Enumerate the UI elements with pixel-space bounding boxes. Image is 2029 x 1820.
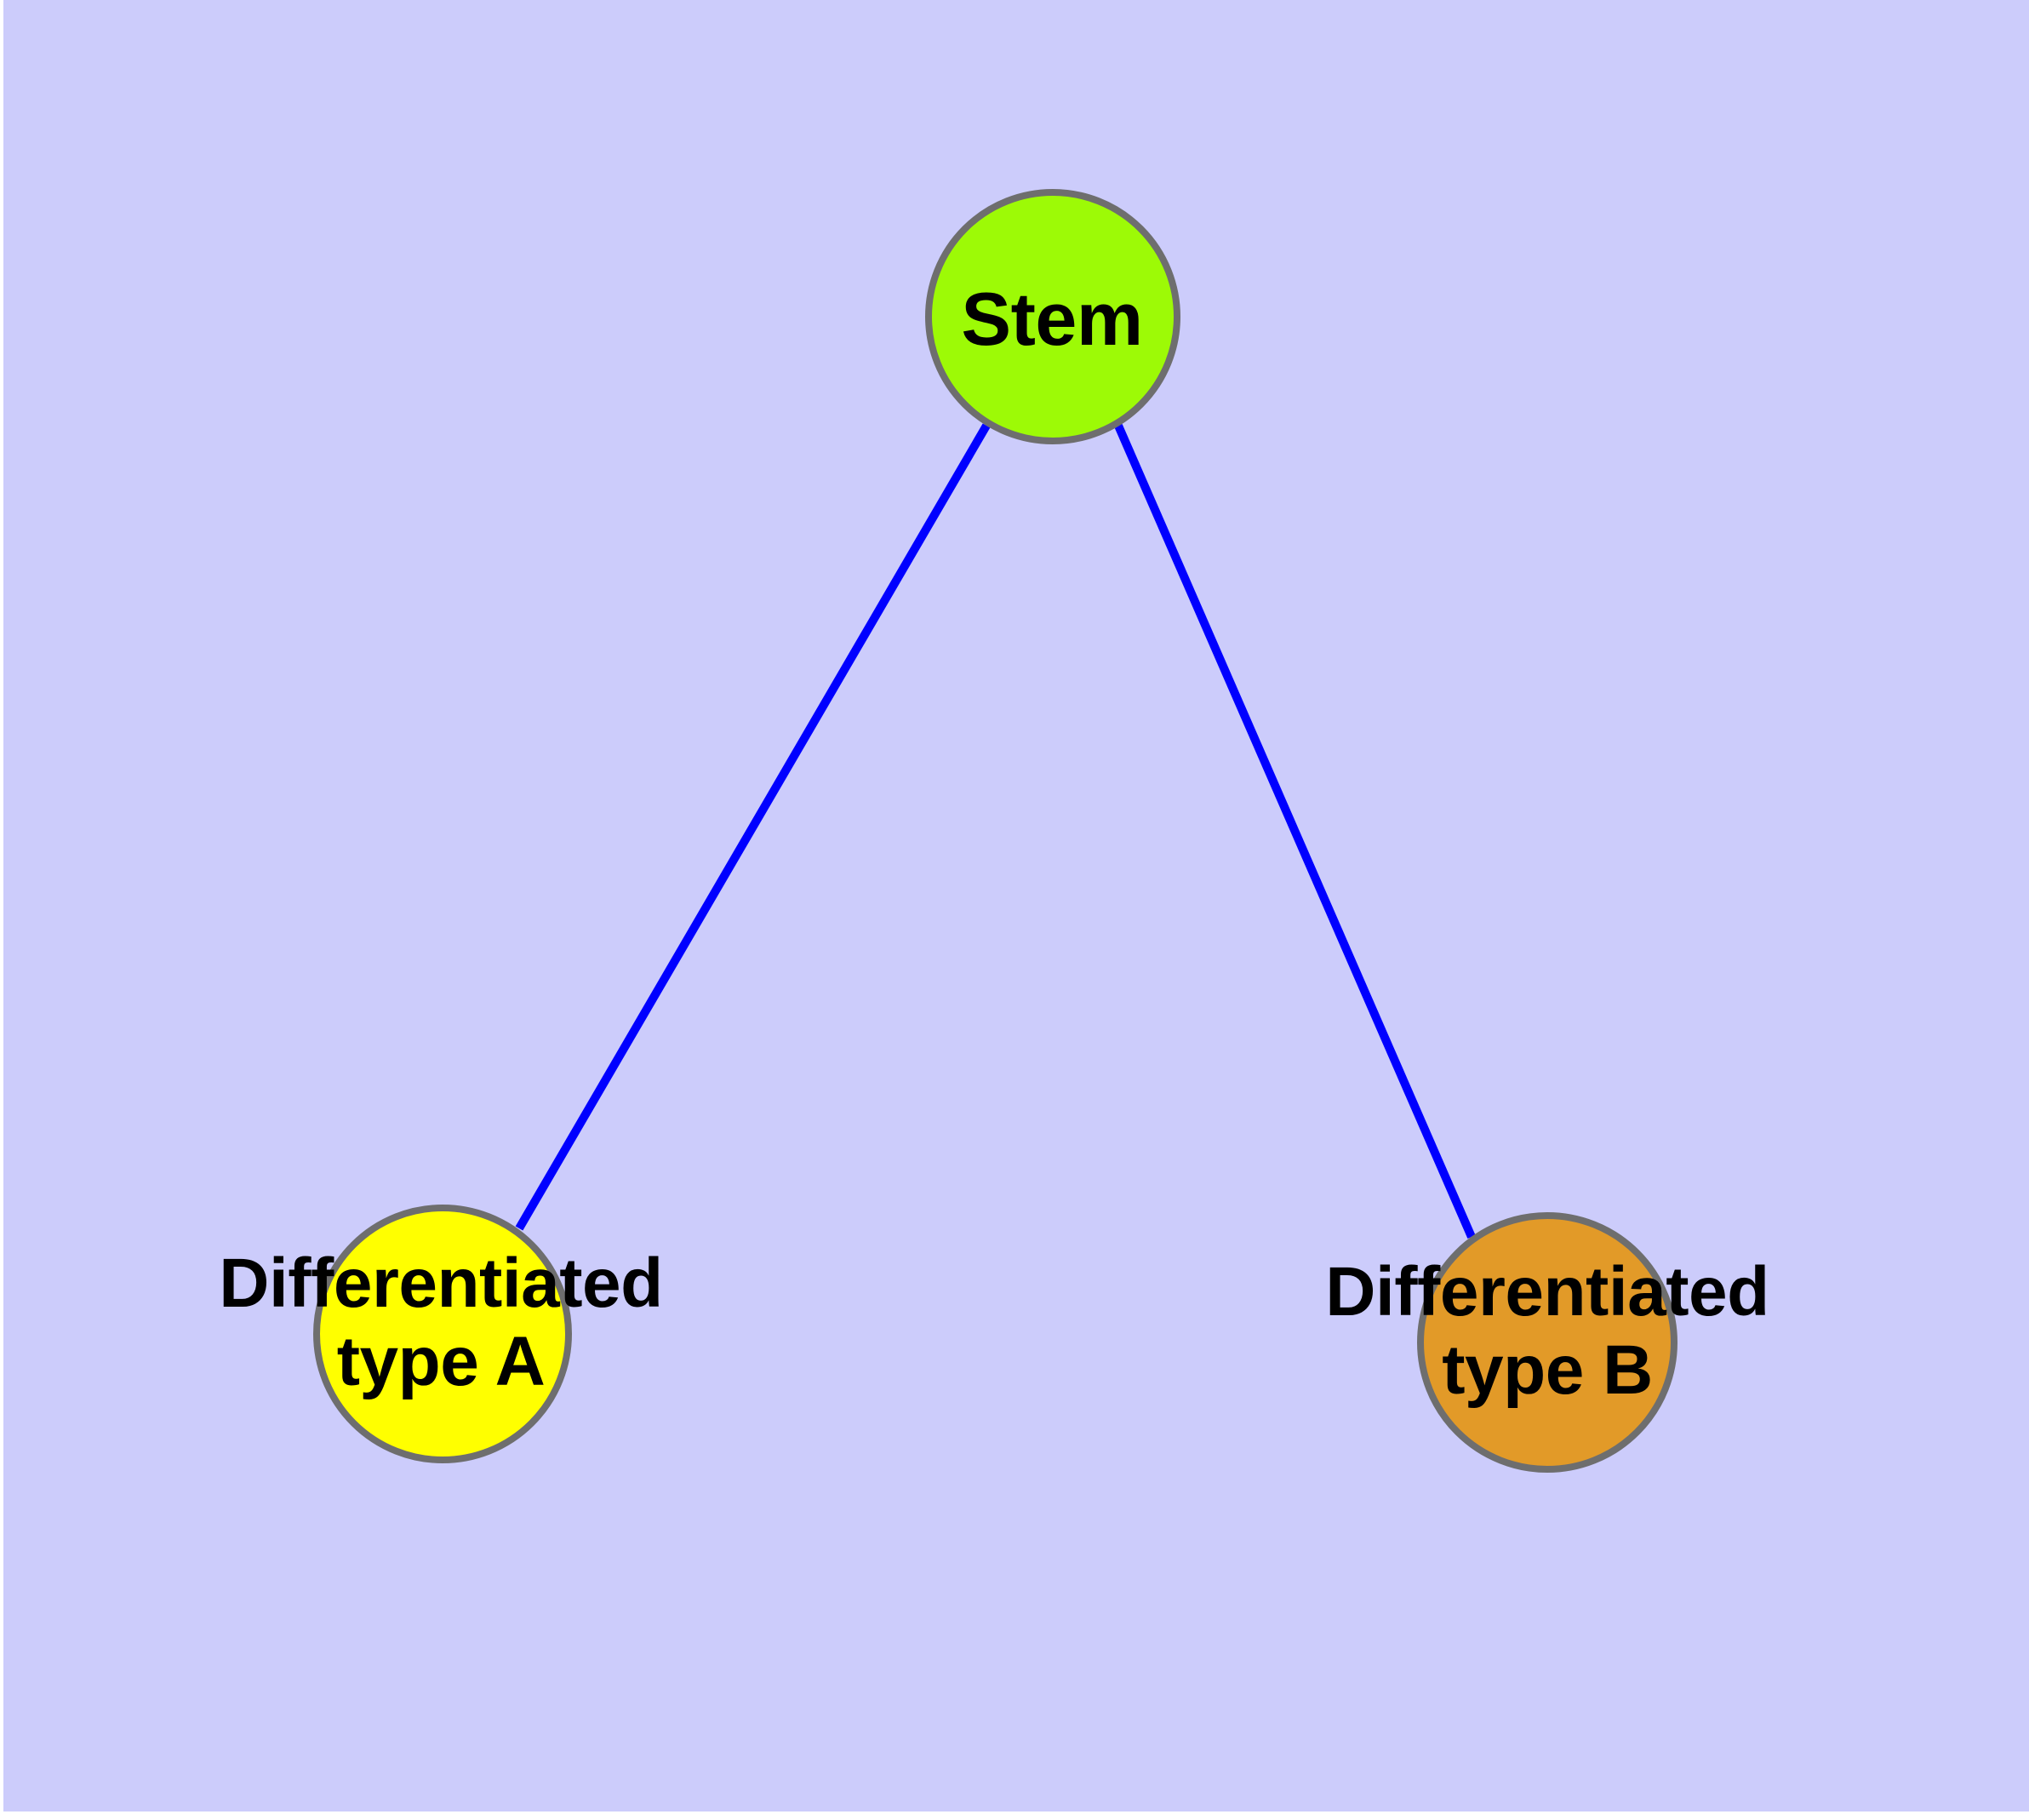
- node-group: [313, 189, 1677, 1473]
- node-diff-b[interactable]: [1417, 1212, 1677, 1473]
- node-stem[interactable]: [925, 189, 1180, 444]
- edge-stem-to-diff-b: [1114, 424, 1476, 1239]
- node-diff-a[interactable]: [313, 1205, 572, 1463]
- edge-group: [515, 423, 1476, 1239]
- edge-stem-to-diff-a: [515, 423, 991, 1231]
